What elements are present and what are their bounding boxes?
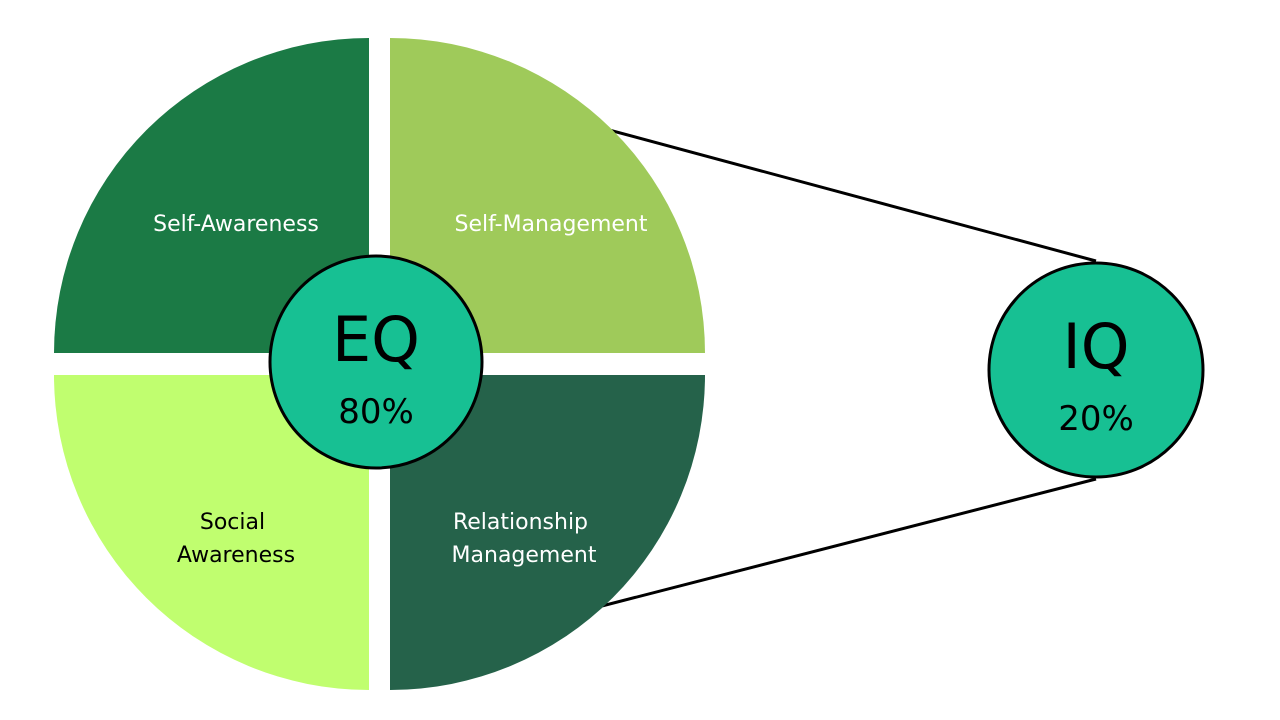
iq-label: IQ — [1062, 310, 1129, 383]
eq-circle — [268, 254, 484, 470]
relationship-management-label: Relationship Management — [452, 510, 597, 568]
eq-percent: 80% — [338, 392, 414, 432]
connector-line-top — [597, 125, 1097, 263]
connector-line-bottom — [597, 477, 1097, 609]
quadrant-self-management — [390, 38, 705, 353]
self-awareness-label: Self-Awareness — [153, 212, 319, 237]
quadrant-social-awareness — [54, 375, 369, 690]
social-awareness-label: Social Awareness — [177, 510, 295, 568]
iq-circle — [987, 261, 1205, 479]
quadrant-relationship-management — [390, 375, 705, 690]
self-management-label: Self-Management — [454, 212, 647, 237]
eq-label: EQ — [332, 303, 420, 376]
iq-percent: 20% — [1058, 399, 1134, 439]
quadrant-self-awareness — [54, 38, 369, 353]
